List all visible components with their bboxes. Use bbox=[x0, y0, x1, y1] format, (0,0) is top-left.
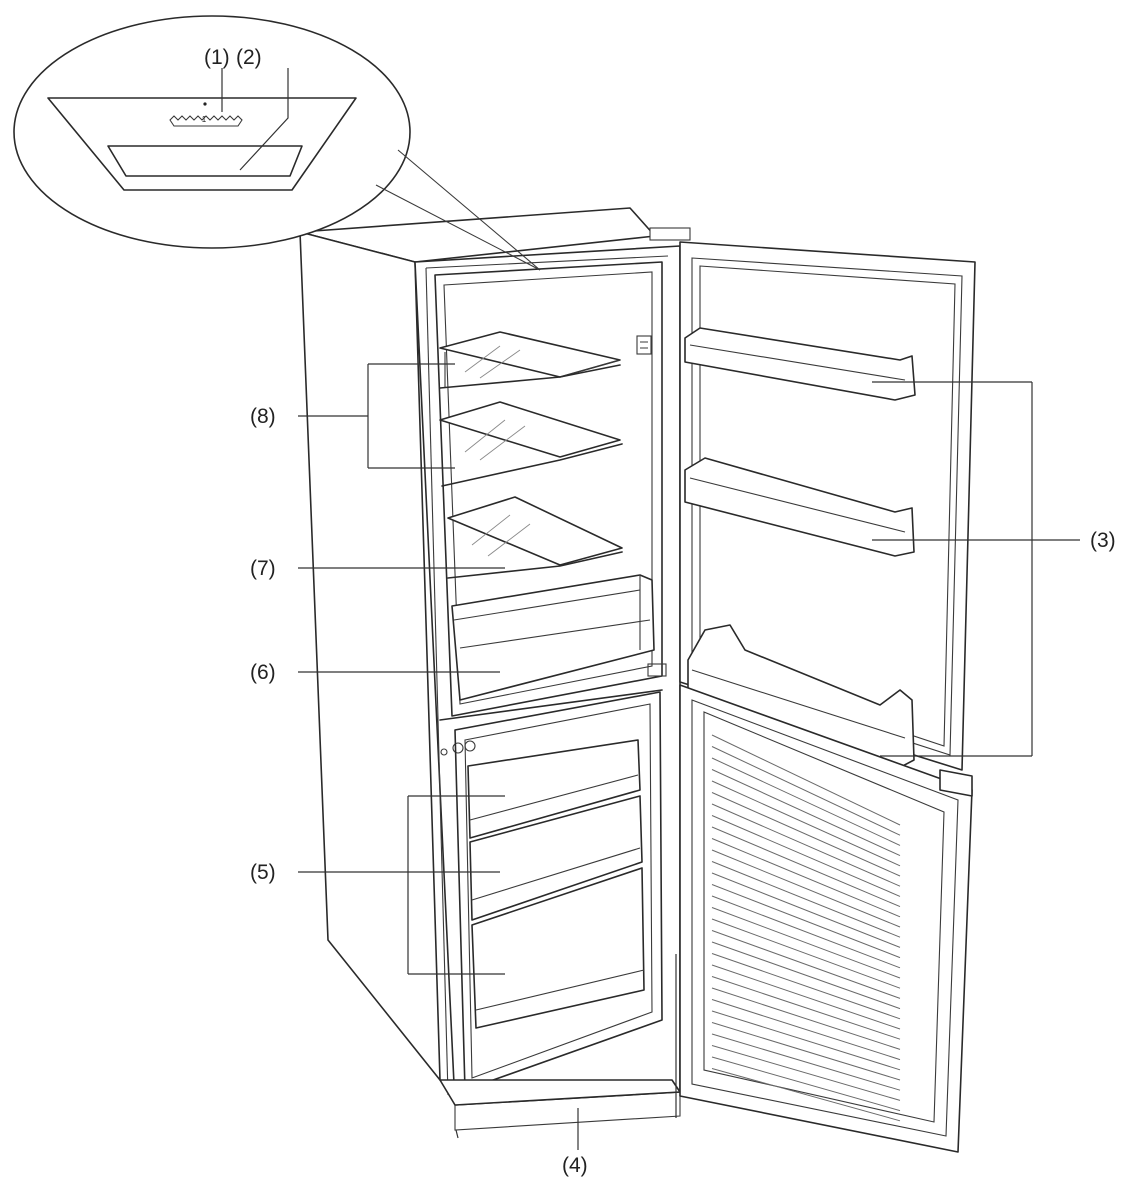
grid-line bbox=[711, 907, 901, 979]
label-3: (3) bbox=[1090, 529, 1116, 552]
grid-line bbox=[711, 872, 901, 948]
label-5: (5) bbox=[250, 861, 276, 884]
grid-line bbox=[711, 953, 901, 1020]
label-6: (6) bbox=[250, 661, 276, 684]
grid-line bbox=[711, 895, 901, 969]
light-switch bbox=[636, 335, 652, 355]
vegetable-crisper bbox=[451, 574, 655, 701]
label-2: (2) bbox=[236, 46, 262, 69]
leader-lines bbox=[221, 68, 1080, 1150]
door-bin-middle bbox=[684, 457, 915, 557]
label-1: (1) bbox=[204, 46, 230, 69]
grid-line bbox=[711, 976, 901, 1040]
grid-line bbox=[711, 815, 901, 897]
freezer-drawer-middle bbox=[469, 795, 643, 921]
grid-line bbox=[711, 1056, 901, 1112]
thermostat-callout: 1 bbox=[13, 15, 541, 271]
grid-line bbox=[711, 861, 901, 938]
grid-line bbox=[711, 987, 901, 1050]
grid-line bbox=[711, 734, 901, 826]
dial-mark: 1 bbox=[202, 115, 207, 124]
grid-line bbox=[711, 999, 901, 1061]
grid-line bbox=[711, 780, 901, 867]
grid-line bbox=[711, 1045, 901, 1101]
label-4: (4) bbox=[562, 1154, 588, 1177]
grid-line bbox=[711, 826, 901, 908]
grid-line bbox=[711, 884, 901, 959]
grid-line bbox=[711, 918, 901, 989]
grid-line bbox=[711, 838, 901, 918]
grid-line bbox=[711, 941, 901, 1010]
grid-line bbox=[711, 746, 901, 836]
door-bin-top bbox=[684, 327, 916, 401]
grid-line bbox=[711, 1022, 901, 1081]
grid-line bbox=[711, 849, 901, 928]
glass-shelf-crisper-cover bbox=[447, 496, 623, 579]
labels: (1) (2) (8) (7) (6) (5) (3) (4) bbox=[204, 46, 1116, 1177]
grid-line bbox=[711, 1033, 901, 1091]
glass-shelf-middle bbox=[439, 401, 623, 487]
grid-line bbox=[711, 1010, 901, 1071]
freezer-door-grid bbox=[711, 734, 901, 1122]
grid-line bbox=[711, 792, 901, 877]
grid-line bbox=[711, 757, 901, 846]
freezer-drawer-bottom bbox=[471, 867, 645, 1029]
thermostat-dial bbox=[169, 115, 243, 127]
label-8: (8) bbox=[250, 405, 276, 428]
grid-line bbox=[711, 803, 901, 887]
freezer-compartment bbox=[454, 691, 663, 1091]
plinth-base bbox=[439, 1079, 681, 1131]
freezer-drawer-top bbox=[467, 739, 641, 839]
grid-line bbox=[711, 1068, 901, 1122]
grid-line bbox=[711, 769, 901, 857]
grid-line bbox=[711, 964, 901, 1030]
grid-line bbox=[711, 930, 901, 999]
label-7: (7) bbox=[250, 557, 276, 580]
glass-shelf-upper bbox=[439, 331, 621, 389]
